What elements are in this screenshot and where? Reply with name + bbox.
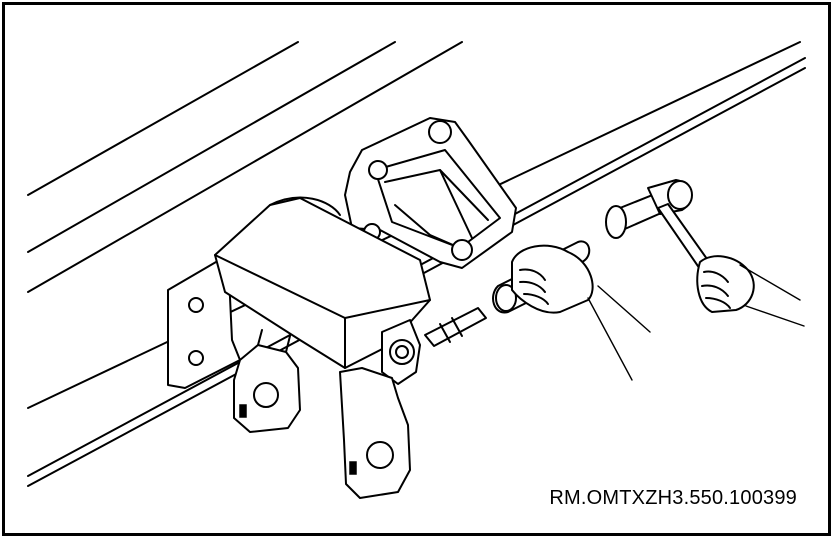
shackle-bracket-housing bbox=[167, 196, 431, 389]
right-hand bbox=[696, 255, 805, 327]
spring-shackles bbox=[233, 329, 411, 499]
figure-reference-code: RM.OMTXZH3.550.100399 bbox=[549, 487, 797, 509]
left-hand bbox=[511, 240, 651, 381]
hammer bbox=[605, 179, 713, 273]
bushing-and-drift bbox=[424, 273, 536, 347]
